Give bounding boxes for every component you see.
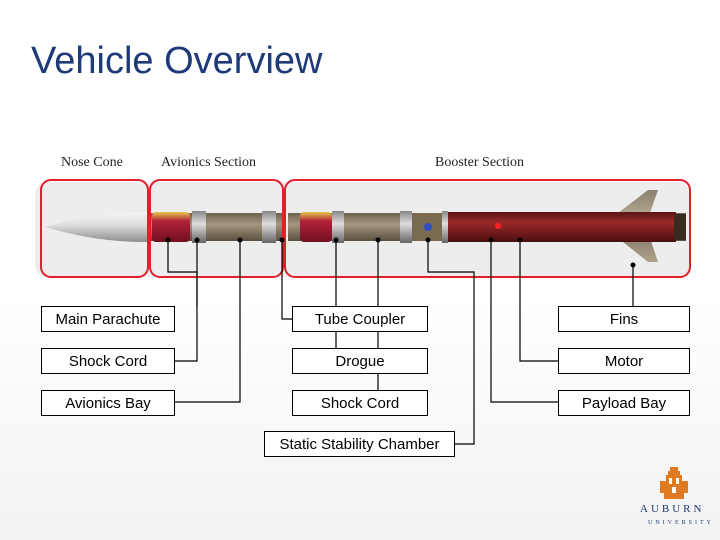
label-fins: Fins (558, 306, 690, 332)
section-label-nose-cone: Nose Cone (61, 155, 123, 170)
leader-endpoints (165, 237, 636, 268)
chamber-ball (424, 223, 432, 231)
auburn-tower-logo (660, 467, 688, 499)
section-label-booster: Booster Section (435, 155, 525, 170)
booster-ring (442, 211, 448, 243)
nose-cone-shape (45, 212, 150, 242)
logo-subtext: UNIVERSITY (648, 520, 714, 526)
label-payload-bay: Payload Bay (558, 390, 690, 416)
booster-outline (284, 179, 691, 278)
page-title: Vehicle Overview (31, 40, 323, 82)
section-label-avionics: Avionics Section (161, 155, 257, 170)
leader-avionics-bay (175, 240, 241, 403)
main-parachute-shape (152, 212, 190, 242)
leader-static-stability (427, 240, 475, 445)
label-drogue: Drogue (292, 348, 428, 374)
label-static-stability-chamber: Static Stability Chamber (264, 431, 455, 457)
leader-payload-bay (490, 240, 558, 403)
coupler-ring-1 (332, 211, 344, 243)
label-tube-coupler: Tube Coupler (292, 306, 428, 332)
leader-tube-coupler (281, 240, 292, 320)
coupler-ring-2 (400, 211, 412, 243)
logo-wordmark: AUBURN (640, 503, 705, 515)
avionics-outline (149, 179, 284, 278)
leader-motor (519, 240, 558, 362)
bulkhead-1 (192, 211, 206, 243)
bulkhead-2 (262, 211, 276, 243)
motor-nozzle (674, 214, 686, 240)
label-shock-cord-2: Shock Cord (292, 390, 428, 416)
label-avionics-bay: Avionics Bay (41, 390, 175, 416)
lower-fin (618, 238, 658, 262)
leader-shock-cord-1 (175, 240, 198, 362)
label-shock-cord-1: Shock Cord (41, 348, 175, 374)
motor-dot (495, 223, 501, 229)
label-main-parachute: Main Parachute (41, 306, 175, 332)
motor-tube (448, 212, 676, 242)
upper-fin (618, 190, 658, 213)
label-motor: Motor (558, 348, 690, 374)
drogue-shape (300, 212, 332, 242)
nose-cone-outline (40, 179, 149, 278)
